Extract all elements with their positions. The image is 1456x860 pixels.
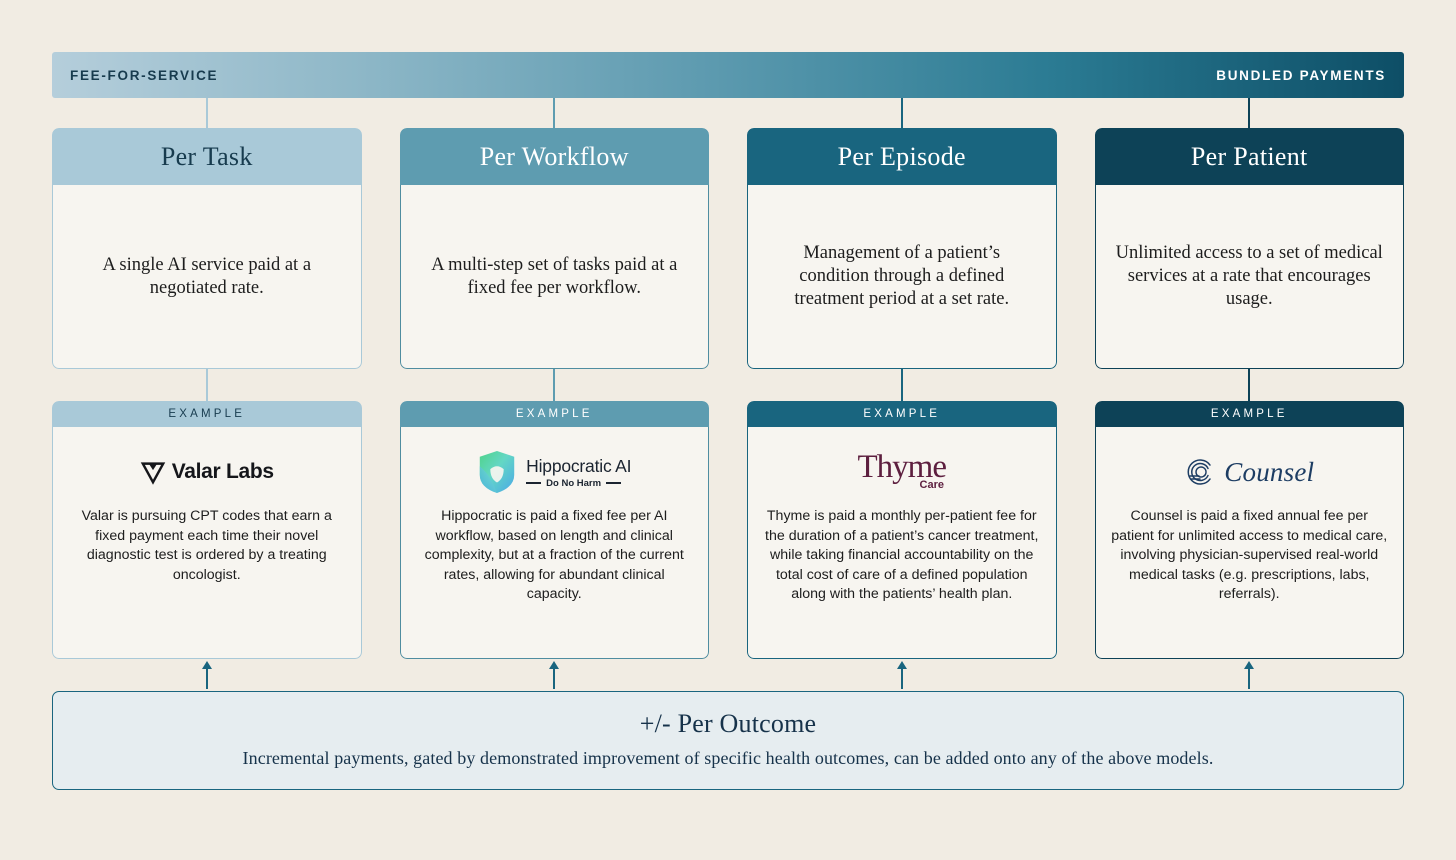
model-title: Per Workflow <box>399 128 709 185</box>
model-title: Per Task <box>52 128 362 185</box>
model-card-per-patient[interactable]: Per Patient Unlimited access to a set of… <box>1094 128 1404 369</box>
connector-spectrum-to-card <box>1095 98 1405 128</box>
example-description: Thyme is paid a monthly per-patient fee … <box>765 508 1039 603</box>
spectrum-label-fee-for-service: FEE-FOR-SERVICE <box>70 67 219 83</box>
example-description: Hippocratic is paid a fixed fee per AI w… <box>424 508 684 603</box>
logo-slot: Hippocratic AI Do No Harm <box>477 443 632 501</box>
logo-slot: Thyme Care <box>857 443 947 501</box>
connector-spectrum-to-card <box>400 98 710 128</box>
example-body: Hippocratic AI Do No Harm Hippocratic is… <box>399 427 709 659</box>
column-per-workflow: Per Workflow A multi-step set of tasks p… <box>399 98 710 659</box>
logo-slot: Counsel <box>1184 443 1314 501</box>
arrow-cell-per-task <box>52 659 362 691</box>
connector-card-to-example <box>400 369 710 401</box>
tagline-rule-left <box>526 482 542 484</box>
hippocratic-shield-icon <box>479 450 515 494</box>
outcome-arrow-row <box>52 659 1404 691</box>
hippocratic-ai-wordmark: Hippocratic AI Do No Harm <box>526 455 632 489</box>
connector-spectrum-to-card <box>747 98 1057 128</box>
example-card-thyme-care[interactable]: EXAMPLE Thyme Care Thyme is paid a month… <box>747 401 1057 659</box>
column-per-episode: Per Episode Management of a patient’s co… <box>747 98 1057 659</box>
arrow-cell-per-patient <box>1095 659 1405 691</box>
payment-spectrum-bar: FEE-FOR-SERVICE BUNDLED PAYMENTS <box>52 52 1404 98</box>
model-description: A single AI service paid at a negotiated… <box>102 254 312 298</box>
hippocratic-ai-tagline: Do No Harm <box>526 477 622 489</box>
model-card-per-episode[interactable]: Per Episode Management of a patient’s co… <box>747 128 1057 369</box>
model-body: A single AI service paid at a negotiated… <box>52 185 362 369</box>
model-description: Unlimited access to a set of medical ser… <box>1115 243 1383 309</box>
example-card-counsel[interactable]: EXAMPLE <box>1094 401 1404 659</box>
arrow-cell-per-workflow <box>400 659 710 691</box>
model-body: Management of a patient’s condition thro… <box>747 185 1057 369</box>
hippocratic-ai-logo: Hippocratic AI Do No Harm <box>477 450 632 494</box>
example-description: Counsel is paid a fixed annual fee per p… <box>1111 508 1388 603</box>
example-header: EXAMPLE <box>747 401 1057 427</box>
arrow-up-icon <box>896 661 907 689</box>
counsel-wordmark: Counsel <box>1224 456 1315 487</box>
example-body: Counsel Counsel is paid a fixed annual f… <box>1094 427 1404 659</box>
model-columns: Per Task A single AI service paid at a n… <box>52 98 1404 659</box>
model-body: A multi-step set of tasks paid at a fixe… <box>399 185 709 369</box>
example-card-valar-labs[interactable]: EXAMPLE Valar Labs Valar is pursuing CPT… <box>52 401 362 659</box>
column-per-task: Per Task A single AI service paid at a n… <box>52 98 362 659</box>
example-description: Valar is pursuing CPT codes that earn a … <box>81 508 332 583</box>
model-body: Unlimited access to a set of medical ser… <box>1094 185 1404 369</box>
arrow-cell-per-episode <box>747 659 1057 691</box>
valar-triangle-icon <box>140 462 165 485</box>
model-card-per-workflow[interactable]: Per Workflow A multi-step set of tasks p… <box>399 128 709 369</box>
tagline-text: Do No Harm <box>546 477 602 489</box>
arrow-up-icon <box>201 661 212 689</box>
example-header: EXAMPLE <box>1094 401 1404 427</box>
connector-card-to-example <box>747 369 1057 401</box>
example-header: EXAMPLE <box>399 401 709 427</box>
arrow-up-icon <box>549 661 560 689</box>
model-title: Per Episode <box>747 128 1057 185</box>
spectrum-label-bundled-payments: BUNDLED PAYMENTS <box>1216 67 1386 83</box>
model-title: Per Patient <box>1094 128 1404 185</box>
model-card-per-task[interactable]: Per Task A single AI service paid at a n… <box>52 128 362 369</box>
thyme-care-logo: Thyme Care <box>857 449 947 491</box>
connector-card-to-example <box>52 369 362 401</box>
connector-card-to-example <box>1095 369 1405 401</box>
thyme-care-sub: Care <box>919 478 944 491</box>
example-body: Valar Labs Valar is pursuing CPT codes t… <box>52 427 362 659</box>
counsel-fingerprint-icon <box>1187 459 1212 485</box>
tagline-rule-right <box>606 482 622 484</box>
model-description: A multi-step set of tasks paid at a fixe… <box>431 254 678 298</box>
thyme-wordmark-icon: Thyme <box>857 449 947 486</box>
per-outcome-banner[interactable]: +/- Per Outcome Incremental payments, ga… <box>52 691 1404 790</box>
column-per-patient: Per Patient Unlimited access to a set of… <box>1094 98 1405 659</box>
valar-labs-logo: Valar Labs <box>140 459 274 485</box>
per-outcome-subtitle: Incremental payments, gated by demonstra… <box>242 748 1214 768</box>
counsel-logo: Counsel <box>1184 456 1314 488</box>
per-outcome-title: +/- Per Outcome <box>639 709 817 738</box>
example-body: Thyme Care Thyme is paid a monthly per-p… <box>747 427 1057 659</box>
connector-spectrum-to-card <box>52 98 362 128</box>
hippocratic-ai-name: Hippocratic AI <box>526 455 632 476</box>
arrow-up-icon <box>1244 661 1255 689</box>
logo-slot: Valar Labs <box>140 443 274 501</box>
model-description: Management of a patient’s condition thro… <box>794 243 1010 309</box>
example-header: EXAMPLE <box>52 401 362 427</box>
example-card-hippocratic-ai[interactable]: EXAMPLE <box>399 401 709 659</box>
valar-labs-wordmark: Valar Labs <box>171 460 274 483</box>
